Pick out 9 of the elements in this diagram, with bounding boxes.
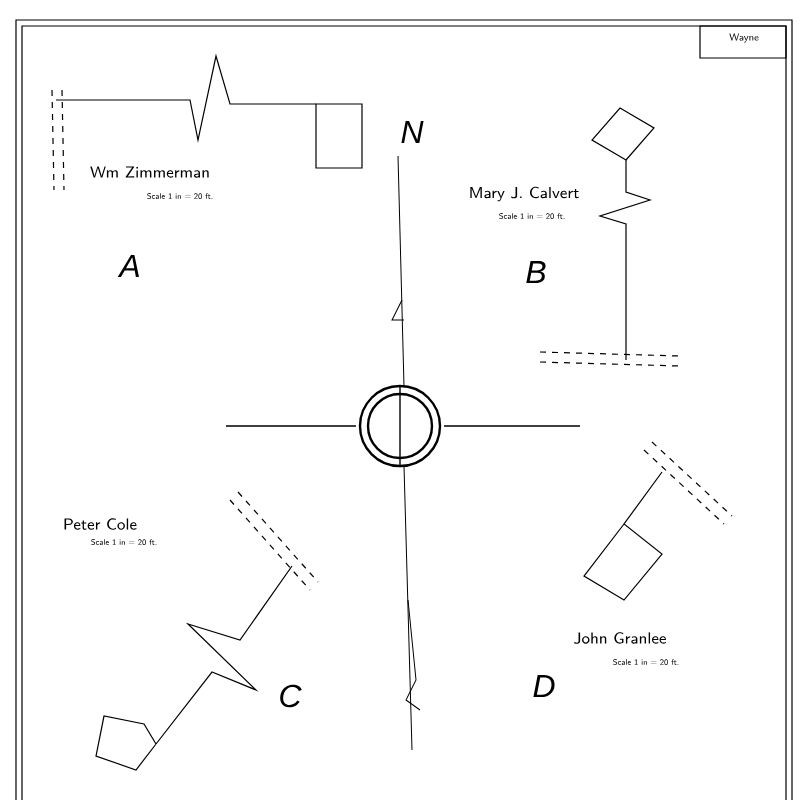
parcel-letter: D (533, 675, 555, 697)
owner-name: Peter Cole (64, 518, 137, 530)
owner-name: Wm Zimmerman (90, 166, 209, 178)
owner-name: Mary J. Calvert (470, 186, 579, 202)
parcel-letter: B (526, 261, 546, 283)
parcel-letter: A (117, 255, 139, 277)
north-letter: N (401, 121, 424, 143)
parcel-letter: C (280, 684, 302, 708)
owner-name: John Granlee (574, 632, 666, 644)
